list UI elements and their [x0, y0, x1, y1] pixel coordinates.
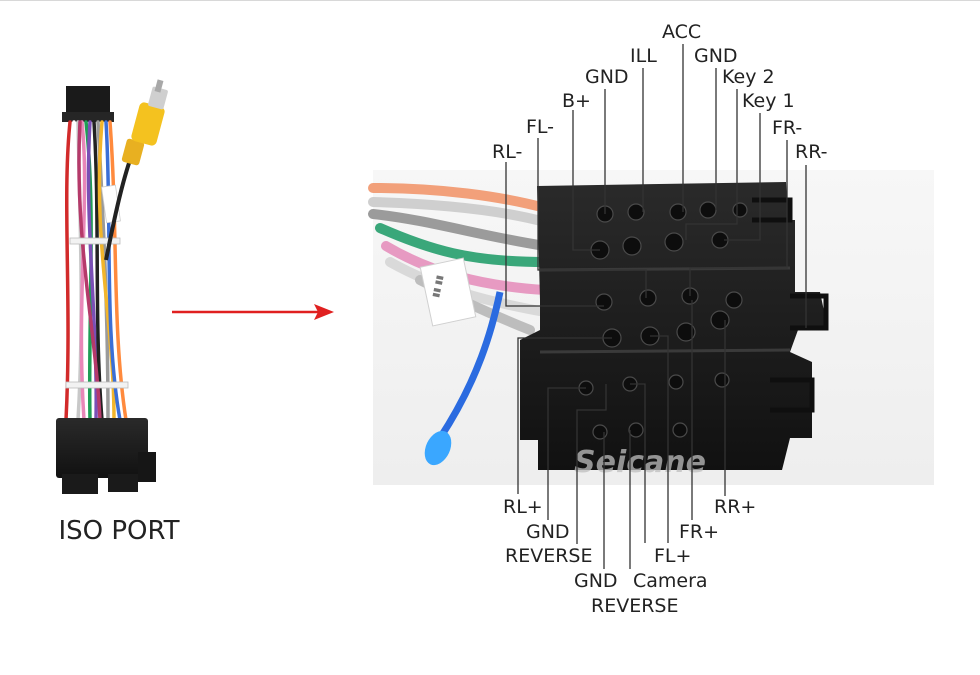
- svg-text:▮▮ ▮▮: ▮▮ ▮▮: [431, 274, 446, 298]
- label-key-1: Key 1: [742, 90, 795, 112]
- label-reverse: REVERSE: [505, 545, 592, 567]
- label-ill: ILL: [630, 45, 657, 67]
- label-fr-plus: FR+: [679, 521, 719, 543]
- iso-port-caption: ISO PORT: [58, 516, 179, 546]
- label-camera-reverse: REVERSE: [591, 595, 678, 617]
- label-rr-minus: RR-: [795, 141, 828, 163]
- harness-top-connector: [66, 86, 110, 116]
- rca-cable: [104, 159, 132, 261]
- label-rl-plus: RL+: [503, 496, 543, 518]
- label-rl-minus: RL-: [492, 141, 522, 163]
- top-divider: [0, 0, 980, 1]
- direction-arrow: [172, 304, 334, 320]
- harness-iso-connector: [56, 418, 148, 478]
- bottom-leader-lines: [517, 300, 726, 569]
- label-acc: ACC: [662, 21, 701, 43]
- top-leader-lines: [505, 44, 807, 328]
- label-b-plus: B+: [562, 90, 591, 112]
- label-camera: Camera: [633, 570, 708, 592]
- label-gnd-top-right: GND: [694, 45, 738, 67]
- rca-plug-yellow: [121, 138, 145, 166]
- label-gnd-camera: GND: [574, 570, 618, 592]
- label-gnd-top-left: GND: [585, 66, 629, 88]
- label-key-2: Key 2: [722, 66, 775, 88]
- label-rr-plus: RR+: [714, 496, 756, 518]
- blue-bulb: [424, 430, 452, 466]
- connector-photo: ▮▮ ▮▮ Seicane: [368, 170, 934, 485]
- harness-wires: [64, 120, 128, 422]
- label-fl-minus: FL-: [526, 116, 554, 138]
- label-fl-plus: FL+: [654, 545, 691, 567]
- label-gnd-reverse: GND: [526, 521, 570, 543]
- label-fr-minus: FR-: [772, 117, 802, 139]
- iso-harness-illustration: [56, 79, 168, 494]
- blue-wire: [437, 291, 504, 440]
- seicane-watermark: Seicane: [574, 445, 706, 480]
